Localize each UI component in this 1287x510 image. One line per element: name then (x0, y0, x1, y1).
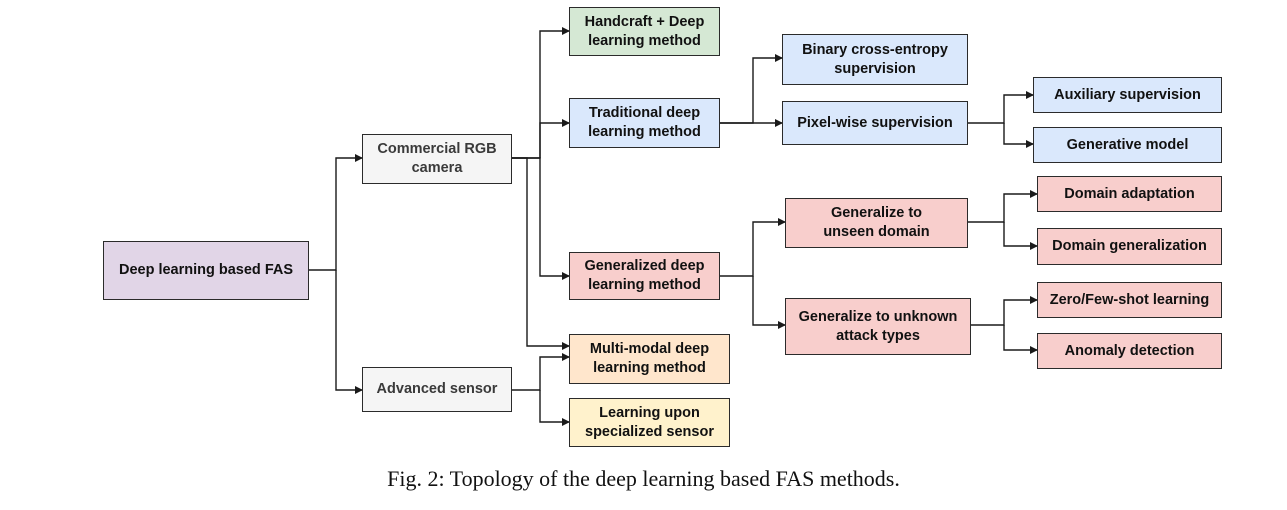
edge-rgb-generalized (511, 157, 570, 280)
edge-pixel-gen (1003, 123, 1034, 148)
node-domain-adaptation: Domain adaptation (1037, 176, 1222, 212)
node-pixel-wise: Pixel-wise supervision (782, 101, 968, 145)
node-domain-generalization: Domain generalization (1037, 228, 1222, 265)
edge-adv-multimodal (511, 353, 570, 391)
edge-rgb-multimodal (511, 157, 570, 350)
edge-unknown-zs (970, 296, 1038, 326)
edge-adv-specialized (539, 390, 570, 426)
edge-unseen-dg (1003, 222, 1038, 250)
node-root: Deep learning based FAS (103, 241, 309, 300)
edge-root-rgb (308, 154, 363, 271)
figure-caption: Fig. 2: Topology of the deep learning ba… (387, 466, 900, 491)
node-specialized-sensor: Learning upon specialized sensor (569, 398, 730, 447)
node-rgb-camera: Commercial RGB camera (362, 134, 512, 184)
edge-unknown-ad (1003, 325, 1038, 354)
topology-diagram: Deep learning based FAS Commercial RGB c… (103, 7, 1222, 447)
node-unseen-domain: Generalize to unseen domain (785, 198, 968, 248)
node-generalized: Generalized deep learning method (569, 252, 720, 300)
node-traditional: Traditional deep learning method (569, 98, 720, 148)
node-auxiliary: Auxiliary supervision (1033, 77, 1222, 113)
edge-unseen-da (967, 190, 1038, 223)
node-anomaly: Anomaly detection (1037, 333, 1222, 369)
edge-gen-unseen (720, 218, 786, 277)
node-multimodal: Multi-modal deep learning method (569, 334, 730, 384)
node-advanced-sensor: Advanced sensor (362, 367, 512, 412)
node-generative: Generative model (1033, 127, 1222, 163)
edge-trad-binary (720, 54, 783, 124)
node-handcraft: Handcraft + Deep learning method (569, 7, 720, 56)
edge-rgb-traditional (539, 119, 570, 158)
connector-lines (308, 27, 1038, 426)
edge-root-advanced (335, 270, 363, 394)
edge-pixel-aux (968, 91, 1034, 124)
node-unknown-attack: Generalize to unknown attack types (785, 298, 971, 355)
node-binary-ce: Binary cross-entropy supervision (782, 34, 968, 85)
edge-gen-unknown (752, 276, 786, 329)
node-zero-few-shot: Zero/Few-shot learning (1037, 282, 1222, 318)
